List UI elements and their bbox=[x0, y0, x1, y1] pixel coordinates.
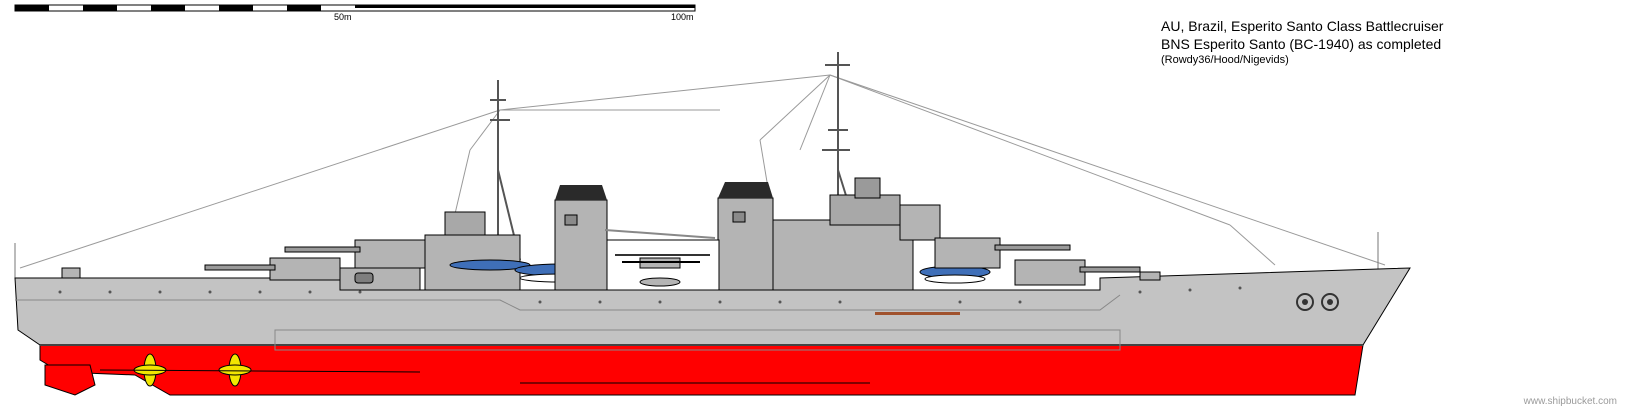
deck-step bbox=[15, 294, 1121, 311]
rudder bbox=[44, 364, 96, 396]
aft-deckhouse-window bbox=[354, 272, 374, 284]
armor-belt bbox=[274, 329, 1121, 351]
scale-bar bbox=[14, 4, 696, 12]
rigging-wires bbox=[19, 74, 1386, 269]
aft-turret-y bbox=[204, 257, 341, 281]
title-line-2: BNS Esperito Santo (BC-1940) as complete… bbox=[1161, 36, 1442, 52]
boat-forward bbox=[919, 265, 991, 284]
hawse-pipes bbox=[1296, 293, 1339, 311]
forecastle-breakwater bbox=[1139, 271, 1161, 281]
fore-funnel bbox=[717, 182, 774, 291]
forward-turret-b bbox=[934, 237, 1071, 269]
forward-turret-a bbox=[1014, 259, 1141, 286]
aft-deckhouse bbox=[339, 267, 421, 291]
aft-funnel bbox=[554, 185, 608, 291]
seaplane bbox=[622, 257, 700, 287]
title-line-1: AU, Brazil, Esperito Santo Class Battlec… bbox=[1161, 18, 1444, 34]
scale-label-100m: 100m bbox=[671, 12, 694, 22]
aft-director bbox=[444, 211, 486, 236]
portholes bbox=[58, 286, 1242, 304]
boom bbox=[875, 312, 960, 315]
shaft bbox=[99, 369, 421, 373]
main-director bbox=[854, 177, 881, 199]
watermark: www.shipbucket.com bbox=[1523, 396, 1617, 407]
bridge-upper bbox=[829, 194, 901, 226]
fore-mast bbox=[490, 80, 521, 261]
credits: (Rowdy36/Hood/Nigevids) bbox=[1161, 54, 1289, 66]
bridge-block bbox=[772, 219, 914, 291]
propeller-fwd bbox=[218, 353, 252, 387]
stern-gun bbox=[61, 267, 81, 279]
crane bbox=[604, 229, 716, 239]
secondary-director bbox=[899, 204, 941, 241]
scale-label-50m: 50m bbox=[334, 12, 352, 22]
